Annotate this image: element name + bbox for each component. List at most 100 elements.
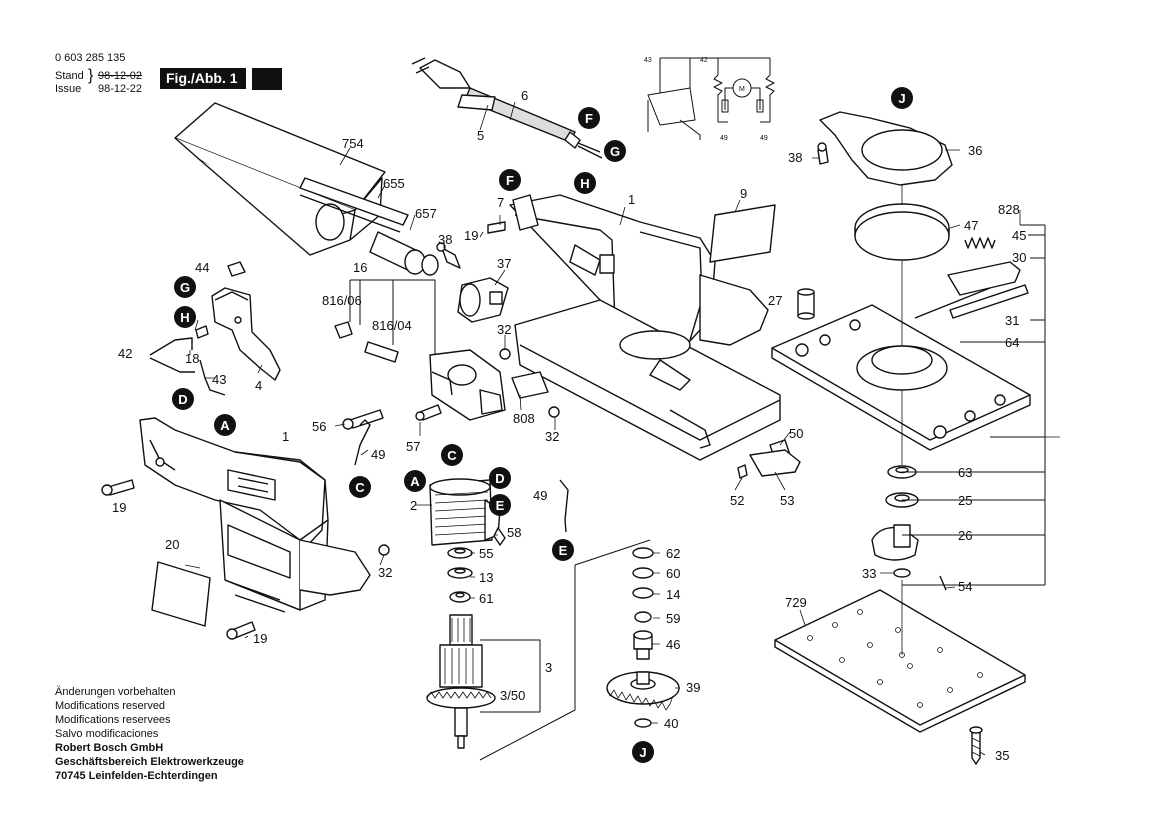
marker-C-a: C	[349, 476, 371, 498]
svg-text:G: G	[610, 144, 620, 159]
marker-E-a: E	[489, 494, 511, 516]
callout-45: 45	[1012, 228, 1026, 243]
power-cable	[411, 57, 603, 159]
svg-text:H: H	[580, 176, 589, 191]
stand-label: Stand	[55, 70, 84, 82]
callout-38-b: 38	[788, 150, 802, 165]
leader-lines	[479, 539, 651, 761]
callout-64: 64	[1005, 335, 1019, 350]
callout-816-06: 816/06	[322, 293, 362, 308]
schematic-42: 42	[700, 57, 708, 64]
callout-60: 60	[666, 566, 680, 581]
callout-655: 655	[383, 176, 405, 191]
wire-49-left	[354, 419, 371, 466]
callout-27: 27	[768, 293, 782, 308]
callout-39: 39	[686, 680, 700, 695]
marker-C-b: C	[441, 444, 463, 466]
callout-56: 56	[312, 419, 326, 434]
callout-43: 43	[212, 372, 226, 387]
switch-bracket	[211, 287, 281, 381]
part-number: 0 603 285 135	[55, 52, 126, 64]
field-coil	[429, 478, 501, 546]
callout-58: 58	[507, 525, 521, 540]
marker-J-a: J	[891, 87, 913, 109]
callout-63: 63	[958, 465, 972, 480]
washer-32c	[378, 544, 390, 556]
svg-text:A: A	[220, 418, 230, 433]
svg-text:J: J	[639, 745, 646, 760]
stand-date: 98-12-02	[98, 70, 143, 82]
callout-2: 2	[410, 498, 417, 513]
svg-text:C: C	[447, 448, 457, 463]
callout-32-c: 32	[378, 565, 392, 580]
callout-729: 729	[785, 595, 807, 610]
housing-half-upper	[509, 194, 769, 353]
svg-text:G: G	[180, 280, 190, 295]
callout-19-c: 19	[253, 631, 267, 646]
issue-label: Issue	[55, 83, 82, 95]
label-plate	[709, 204, 776, 263]
svg-text:E: E	[559, 543, 568, 558]
callout-61: 61	[479, 591, 493, 606]
marker-D-a: D	[172, 388, 194, 410]
marker-E-b: E	[552, 539, 574, 561]
callout-42: 42	[118, 346, 132, 361]
label-808	[511, 371, 549, 399]
callout-31: 31	[1005, 313, 1019, 328]
svg-text:F: F	[585, 111, 593, 126]
brace: }	[88, 67, 94, 84]
callout-33: 33	[862, 566, 876, 581]
armature	[426, 614, 496, 749]
part-27	[797, 288, 815, 320]
washer-32	[499, 348, 511, 360]
callout-32-b: 32	[545, 429, 559, 444]
pad-frame	[771, 304, 1031, 451]
callout-5: 5	[477, 128, 484, 143]
callout-35: 35	[995, 748, 1009, 763]
callout-1: 1	[628, 192, 635, 207]
callout-26: 26	[958, 528, 972, 543]
company-name: Robert Bosch GmbH	[55, 742, 164, 754]
svg-text:H: H	[180, 310, 189, 325]
callout-3: 3	[545, 660, 552, 675]
part-52	[737, 464, 748, 479]
marker-A-b: A	[404, 470, 426, 492]
schematic-labels: 43 42 49 49 M	[644, 57, 768, 142]
callout-3-50: 3/50	[500, 688, 525, 703]
washer-40	[634, 718, 652, 728]
callout-754: 754	[342, 136, 364, 151]
callout-47: 47	[964, 218, 978, 233]
callout-49-a: 49	[371, 447, 385, 462]
housing-base	[514, 299, 781, 461]
bearing-stack-middle	[632, 547, 654, 660]
marker-F-a: F	[578, 107, 600, 129]
callout-62: 62	[666, 546, 680, 561]
callout-19: 19	[464, 228, 478, 243]
callout-19-b: 19	[112, 500, 126, 515]
callout-54: 54	[958, 579, 972, 594]
footer-line: Änderungen vorbehalten	[55, 686, 176, 698]
callout-20: 20	[165, 537, 179, 552]
screws	[101, 142, 829, 640]
screw-18	[195, 325, 209, 339]
callout-4: 4	[255, 378, 262, 393]
callout-13: 13	[479, 570, 493, 585]
part-31	[949, 284, 1029, 319]
fan-ring	[854, 203, 950, 261]
callout-32-a: 32	[497, 322, 511, 337]
svg-text:C: C	[355, 480, 365, 495]
marker-A-a: A	[214, 414, 236, 436]
callout-52: 52	[730, 493, 744, 508]
callout-55: 55	[479, 546, 493, 561]
footer-line: Modifications reservees	[55, 714, 171, 726]
callout-6: 6	[521, 88, 528, 103]
axis-lines	[901, 185, 1060, 655]
brush-holder-a	[334, 321, 353, 339]
callout-37: 37	[497, 256, 511, 271]
schematic-49-b: 49	[760, 135, 768, 142]
callout-59: 59	[666, 611, 680, 626]
callout-44: 44	[195, 260, 209, 275]
dust-bag	[174, 102, 386, 256]
